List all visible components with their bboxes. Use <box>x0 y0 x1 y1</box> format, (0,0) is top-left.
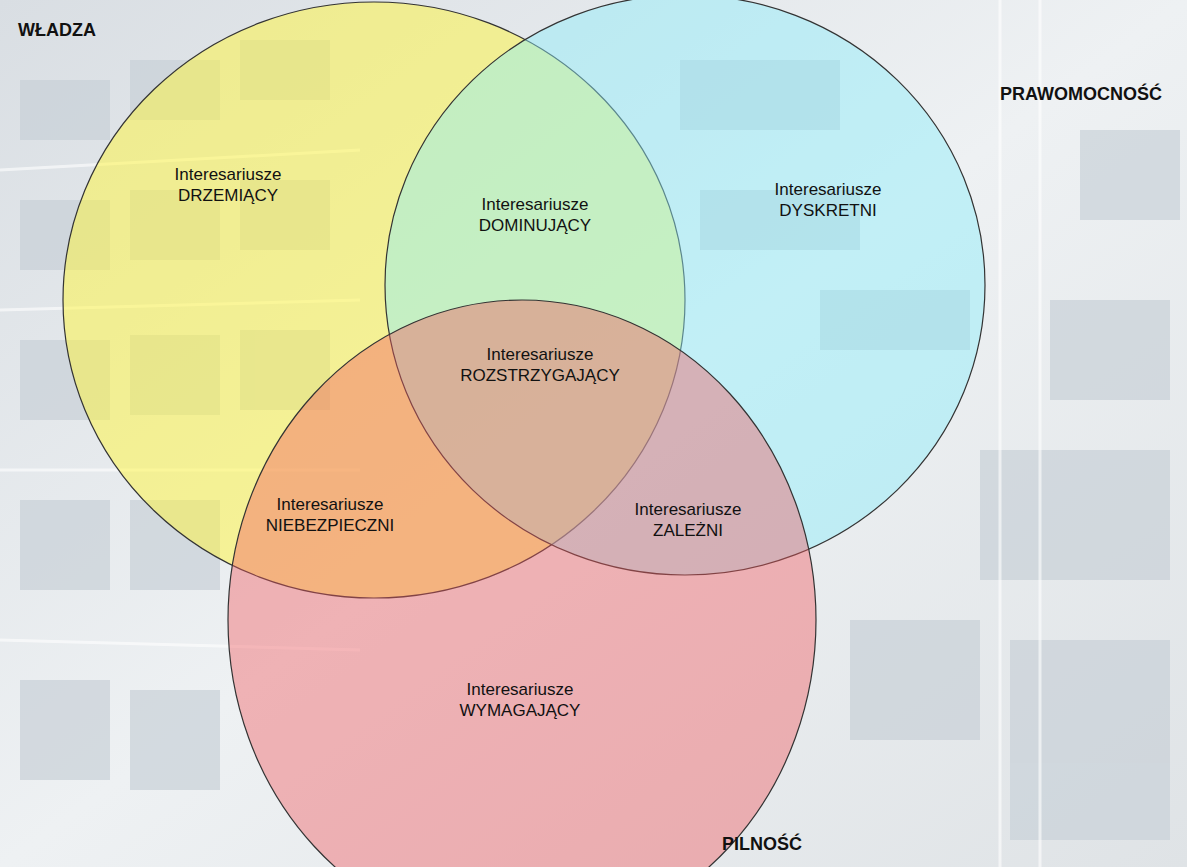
circle-heading: PILNOŚĆ <box>722 834 802 855</box>
region-label: Interesariusze DRZEMIĄCY <box>175 164 282 206</box>
region-label: Interesariusze DOMINUJĄCY <box>479 194 591 236</box>
circle-heading: PRAWOMOCNOŚĆ <box>1000 84 1162 105</box>
region-label: Interesariusze WYMAGAJĄCY <box>460 679 581 721</box>
region-label: Interesariusze NIEBEZPIECZNI <box>266 494 394 536</box>
region-label: Interesariusze DYSKRETNI <box>775 179 882 221</box>
region-label: Interesariusze ROZSTRZYGAJĄCY <box>460 344 620 386</box>
region-label: Interesariusze ZALEŻNI <box>635 499 742 541</box>
venn-circle: PILNOŚĆ <box>228 300 816 867</box>
circle-outline <box>228 300 816 867</box>
circle-shape <box>228 300 816 867</box>
circle-heading: WŁADZA <box>18 20 96 41</box>
